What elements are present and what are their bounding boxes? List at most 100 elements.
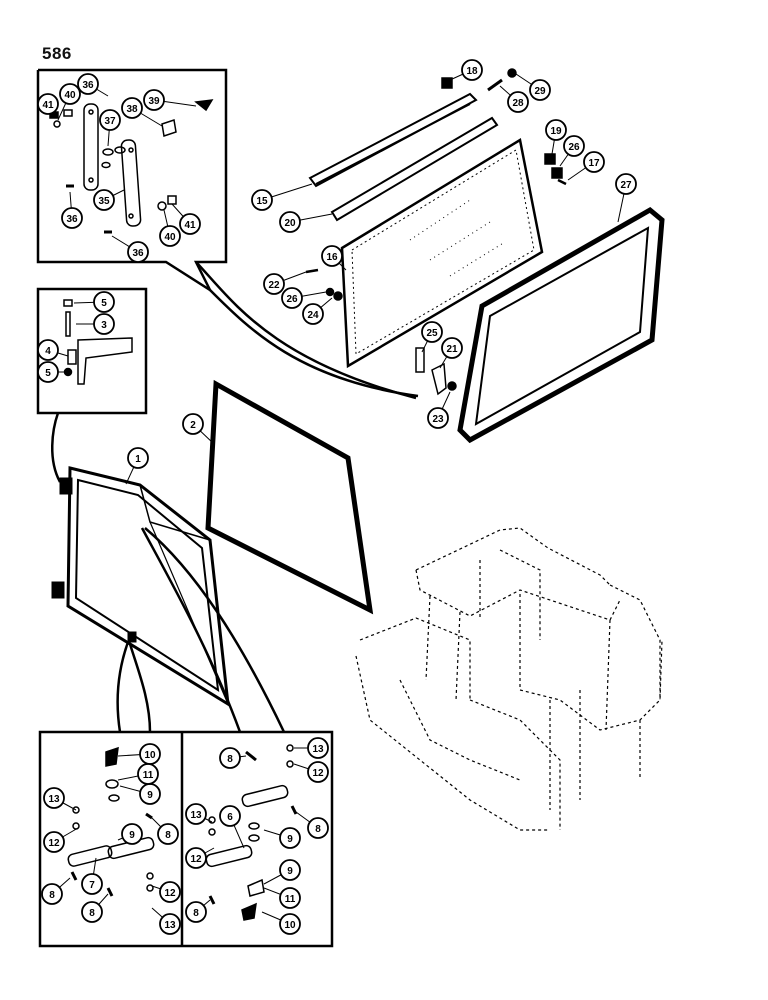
callout-circle-c40b [159, 225, 181, 247]
callout-circle-c26b [563, 135, 585, 157]
callout-circle-c16 [321, 245, 343, 267]
callout-number-c41a: 41 [42, 100, 54, 111]
callout-number-c1: 1 [135, 454, 141, 465]
callout-number-c8c: 8 [165, 830, 171, 841]
callout-number-c25: 25 [426, 328, 438, 339]
callout-circle-c11b [279, 887, 301, 909]
callout-circle-c6 [219, 805, 241, 827]
callout-circle-c5a [93, 291, 115, 313]
callout-number-c11b: 11 [285, 894, 296, 905]
callout-number-c26b: 26 [568, 142, 580, 153]
callout-number-c26a: 26 [286, 294, 298, 305]
callout-circle-c22 [263, 273, 285, 295]
callout-circle-c12d [185, 847, 207, 869]
callout-circle-c20 [279, 211, 301, 233]
callout-number-c6: 6 [227, 812, 233, 823]
callout-circle-c10b [279, 913, 301, 935]
callout-circle-c8b [81, 901, 103, 923]
callout-circle-c13b [159, 913, 181, 935]
callout-number-c8f: 8 [193, 908, 199, 919]
callout-number-c13a: 13 [48, 794, 60, 805]
callout-circle-c12a [43, 831, 65, 853]
cab-frame-outline [355, 527, 663, 831]
callout-circle-c12c [307, 761, 329, 783]
callout-number-c8e: 8 [315, 824, 321, 835]
callout-number-c8a: 8 [49, 890, 55, 901]
callout-circle-c8c [157, 823, 179, 845]
window-glass-panel [340, 138, 544, 369]
callout-circle-c39 [143, 89, 165, 111]
callout-number-c24: 24 [307, 310, 319, 321]
callout-number-c41b: 41 [184, 220, 196, 231]
callout-number-c10a: 10 [144, 750, 156, 761]
callout-circle-c23 [427, 407, 449, 429]
callout-circle-c8d [219, 747, 241, 769]
callout-circle-c2 [182, 413, 204, 435]
callout-number-c12b: 12 [164, 888, 176, 899]
callout-circle-c13c [307, 737, 329, 759]
callout-number-c5a: 5 [101, 298, 107, 309]
callout-circle-c13a [43, 787, 65, 809]
upper-window-channel [308, 92, 499, 222]
callout-circle-c3 [93, 313, 115, 335]
window-seal-frame [457, 206, 665, 444]
callout-circle-c12b [159, 881, 181, 903]
callout-circle-c40a [59, 83, 81, 105]
callout-number-c17: 17 [588, 158, 600, 169]
callout-circle-c28 [507, 91, 529, 113]
door-glass-seal [205, 379, 374, 615]
window-hardware [305, 68, 567, 396]
callout-circle-c36c [127, 241, 149, 263]
callout-circle-c8a [41, 883, 63, 905]
callout-number-c19: 19 [550, 126, 562, 137]
callout-number-c37: 37 [104, 116, 116, 127]
callout-number-c9d: 9 [287, 866, 293, 877]
callout-number-c3: 3 [101, 320, 107, 331]
callout-circle-c9d [279, 859, 301, 881]
callout-number-c12c: 12 [312, 768, 324, 779]
callout-number-c20: 20 [284, 218, 296, 229]
callout-circle-c11a [137, 763, 159, 785]
callout-number-c10b: 10 [284, 920, 296, 931]
callout-circle-c29 [529, 79, 551, 101]
callout-number-c9c: 9 [287, 834, 293, 845]
callout-number-c13b: 13 [164, 920, 176, 931]
callout-number-c5b: 5 [45, 368, 51, 379]
callout-number-c2: 2 [190, 420, 196, 431]
callout-circle-c4 [37, 339, 59, 361]
callout-number-c12d: 12 [190, 854, 202, 865]
callout-circle-c17 [583, 151, 605, 173]
hinge-pin-parts [63, 299, 133, 385]
callout-circle-c18 [461, 59, 483, 81]
callout-number-c8d: 8 [227, 754, 233, 765]
callout-number-c4: 4 [45, 346, 51, 357]
callout-number-c36b: 36 [66, 214, 78, 225]
callout-circle-c21 [441, 337, 463, 359]
callout-circle-c13d [185, 803, 207, 825]
callout-circle-c8e [307, 817, 329, 839]
callout-circle-c25 [421, 321, 443, 343]
callout-number-c36c: 36 [132, 248, 144, 259]
callout-number-c27: 27 [620, 180, 632, 191]
callout-number-c39: 39 [148, 96, 160, 107]
callout-circle-c19 [545, 119, 567, 141]
callout-circle-c26a [281, 287, 303, 309]
callout-circle-c15 [251, 189, 273, 211]
callout-number-c22: 22 [268, 280, 280, 291]
hinge-bracket-parts [49, 99, 214, 234]
callout-number-c35: 35 [98, 196, 110, 207]
callout-circle-c38 [121, 97, 143, 119]
callout-circle-c9b [121, 823, 143, 845]
callout-circle-c8f [185, 901, 207, 923]
callout-number-c29: 29 [534, 86, 546, 97]
callout-number-c40a: 40 [64, 90, 76, 101]
callout-number-c9a: 9 [147, 790, 153, 801]
callout-number-c9b: 9 [129, 830, 135, 841]
callout-circle-c7 [81, 873, 103, 895]
callout-number-c15: 15 [256, 196, 268, 207]
page-number: 586 [42, 44, 72, 63]
callout-number-c21: 21 [446, 344, 458, 355]
callout-circle-c5b [37, 361, 59, 383]
